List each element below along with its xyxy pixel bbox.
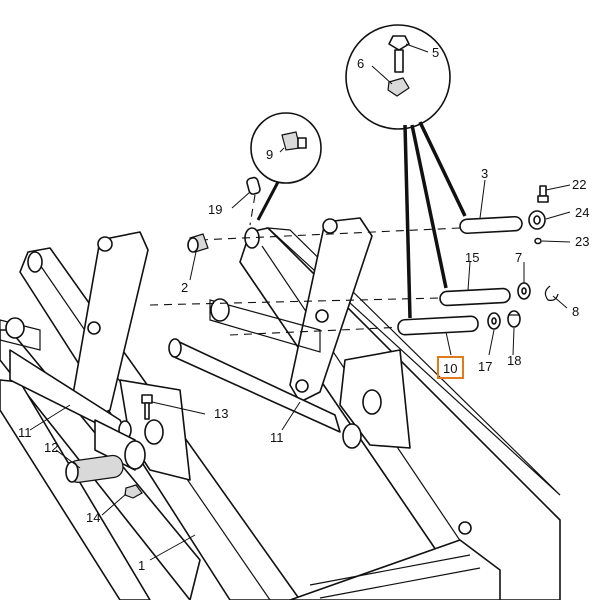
callout-leaders bbox=[29, 179, 571, 561]
grease-nipple-item-22 bbox=[537, 185, 549, 203]
callout-18: 18 bbox=[507, 353, 521, 368]
callout-11-right: 11 bbox=[270, 430, 284, 445]
callout-22: 22 bbox=[572, 177, 586, 192]
lower-pivot-pin-left bbox=[9, 349, 146, 471]
bushing-item-2 bbox=[187, 233, 209, 253]
washer-item-7 bbox=[517, 282, 531, 300]
ring-item-23 bbox=[534, 237, 542, 245]
lower-pivot-pin-right bbox=[168, 338, 362, 449]
pin-item-3 bbox=[459, 215, 523, 235]
bushing-item-19 bbox=[246, 176, 261, 195]
cross-tube bbox=[289, 539, 501, 600]
clip-item-8 bbox=[544, 285, 559, 301]
detail-circle-grease-nipple bbox=[250, 112, 322, 184]
callout-labels: 1 2 3 5 6 7 8 9 10 11 11 12 13 14 15 17 … bbox=[18, 45, 589, 573]
callout-17: 17 bbox=[478, 359, 492, 374]
callout-3: 3 bbox=[481, 166, 488, 181]
callout-13: 13 bbox=[214, 406, 228, 421]
callout-1: 1 bbox=[138, 558, 145, 573]
washer-item-24 bbox=[528, 210, 546, 230]
callout-14: 14 bbox=[86, 510, 100, 525]
pin-item-12 bbox=[65, 454, 124, 483]
upper-cross-pins bbox=[0, 227, 321, 353]
callout-8: 8 bbox=[572, 304, 579, 319]
callout-15: 15 bbox=[465, 250, 479, 265]
detail-leader-lines bbox=[256, 121, 467, 319]
callout-5: 5 bbox=[432, 45, 439, 60]
callout-19: 19 bbox=[208, 202, 222, 217]
callout-2: 2 bbox=[181, 280, 188, 295]
pin-item-15 bbox=[439, 287, 511, 307]
callout-6: 6 bbox=[357, 56, 364, 71]
right-pivot-bracket bbox=[289, 217, 411, 449]
bolt-item-13 bbox=[141, 394, 153, 420]
pin-item-10 bbox=[397, 315, 479, 336]
washer-item-17 bbox=[487, 312, 501, 330]
detail-circle-bolt-nut bbox=[345, 24, 451, 130]
callout-10-highlight-box bbox=[437, 356, 464, 379]
callout-23: 23 bbox=[575, 234, 589, 249]
callout-24: 24 bbox=[575, 205, 589, 220]
callout-10: 10 bbox=[443, 361, 457, 376]
assembly-lines bbox=[149, 194, 461, 336]
callout-7: 7 bbox=[515, 250, 522, 265]
left-pivot-bracket bbox=[69, 231, 191, 481]
nut-item-14 bbox=[124, 484, 143, 499]
callout-11-left: 11 bbox=[18, 425, 32, 440]
callout-9: 9 bbox=[266, 147, 273, 162]
clip-item-18 bbox=[507, 310, 521, 328]
callout-12: 12 bbox=[44, 440, 58, 455]
